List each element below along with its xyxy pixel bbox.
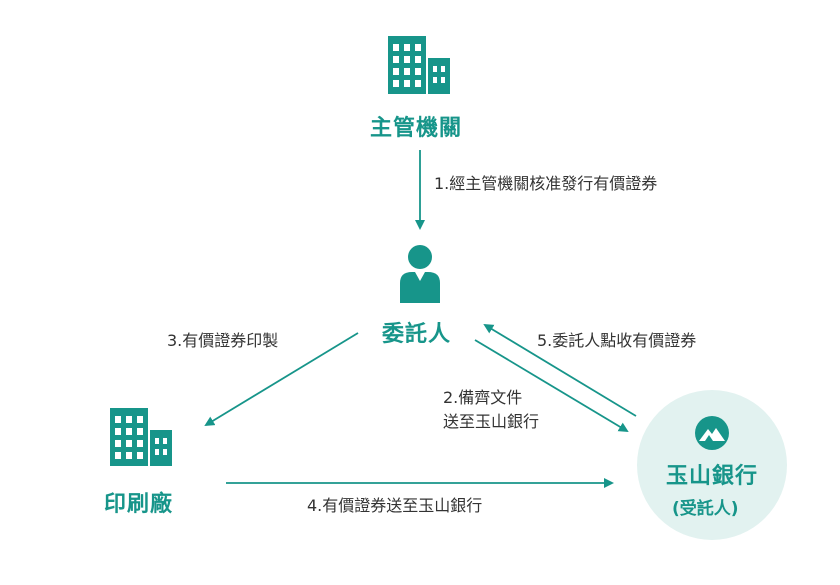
- arrow-step5: [483, 323, 637, 417]
- bank-mountain-logo-icon: [695, 416, 729, 450]
- step5-label: 5.委託人點收有價證券: [537, 331, 697, 350]
- arrow-step3: [204, 332, 359, 427]
- step4-label: 4.有價證券送至玉山銀行: [307, 496, 483, 515]
- arrow-step2: [474, 339, 629, 433]
- authority-label: 主管機關: [370, 116, 463, 141]
- step2-label-line2: 送至玉山銀行: [443, 412, 540, 431]
- printer-building-icon: [110, 408, 172, 466]
- step2-label-line1: 2.備齊文件: [443, 388, 523, 407]
- trustor-label: 委託人: [382, 322, 452, 347]
- step1-label: 1.經主管機關核准發行有價證券: [434, 174, 658, 193]
- step3-label: 3.有價證券印製: [167, 331, 279, 350]
- printer-label: 印刷廠: [104, 492, 174, 517]
- bank-label: 玉山銀行: [666, 464, 759, 489]
- authority-building-icon: [388, 36, 450, 94]
- trustor-person-icon: [400, 245, 440, 303]
- bank-sublabel: (受託人): [672, 499, 739, 519]
- bank-circle-background: [637, 390, 787, 540]
